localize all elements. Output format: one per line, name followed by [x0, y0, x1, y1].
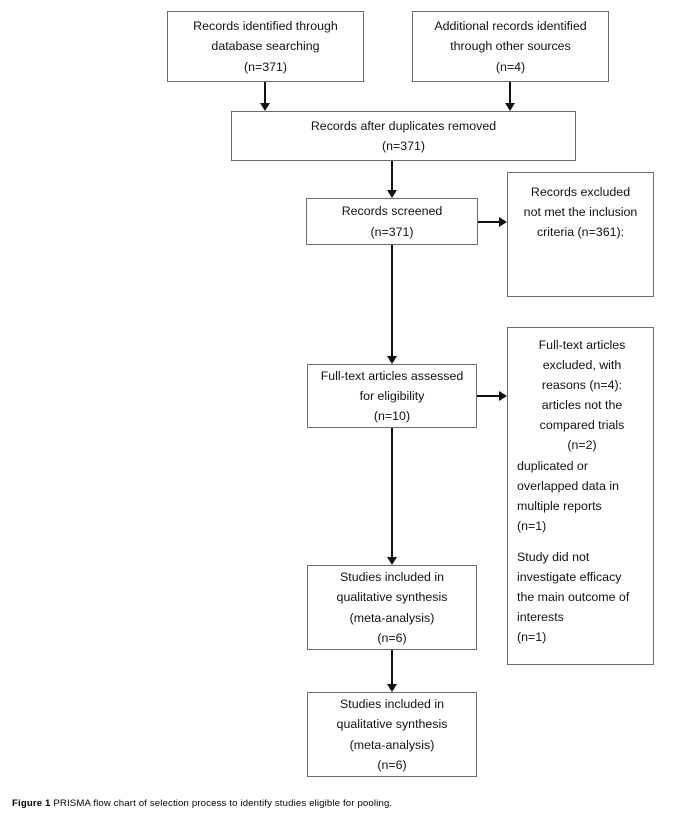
- node-line: for eligibility: [359, 388, 425, 403]
- node-line: through other sources: [450, 39, 571, 54]
- node-line: criteria (n=361):: [536, 225, 625, 240]
- node-line: (n=4): [495, 59, 526, 74]
- arrow-screened-to-fulltext: [387, 356, 397, 364]
- node-line: (n=6): [377, 630, 407, 645]
- node-line: Records screened: [341, 204, 443, 219]
- node-line: (n=1): [517, 630, 547, 645]
- node-fulltext-articles-assessed: Full-text articles assessed for eligibil…: [307, 364, 477, 428]
- node-studies-included-qualitative-synthesis-1: Studies included in qualitative synthesi…: [307, 565, 477, 650]
- arrow-fulltext-to-studies-1: [387, 557, 397, 565]
- node-line: Records identified through: [193, 19, 338, 34]
- arrow-duplicates-to-screened: [387, 190, 397, 198]
- spacer: [517, 536, 647, 547]
- node-line: Studies included in: [339, 570, 444, 585]
- node-line: database searching: [211, 39, 320, 54]
- node-records-after-duplicates-removed: Records after duplicates removed (n=371): [231, 111, 576, 161]
- arrow-screened-to-excluded: [499, 217, 507, 227]
- connector-database-to-duplicates: [264, 82, 266, 104]
- node-line: (n=10): [373, 409, 411, 424]
- node-line: Records after duplicates removed: [310, 118, 497, 133]
- node-line: excluded, with: [542, 358, 622, 373]
- node-line: (n=1): [517, 518, 547, 533]
- node-records-screened: Records screened (n=371): [306, 198, 478, 245]
- node-line: (n=371): [370, 224, 414, 239]
- node-line: investigate efficacy: [517, 570, 622, 585]
- node-line: Study did not: [517, 549, 590, 564]
- node-line: (meta-analysis): [349, 610, 435, 625]
- node-line: (meta-analysis): [349, 737, 435, 752]
- node-line: multiple reports: [517, 498, 602, 513]
- arrow-database-to-duplicates: [260, 103, 270, 111]
- node-fulltext-articles-excluded: Full-text articles excluded, with reason…: [507, 327, 654, 665]
- node-line: Studies included in: [339, 697, 444, 712]
- node-line: not met the inclusion: [523, 205, 638, 220]
- figure-caption-label: Figure 1: [12, 798, 51, 809]
- node-line: compared trials: [539, 418, 625, 433]
- connector-screened-to-excluded: [478, 221, 501, 223]
- node-line: Full-text articles assessed: [320, 368, 464, 383]
- connector-fulltext-to-excluded: [477, 395, 501, 397]
- node-line: qualitative synthesis: [336, 717, 448, 732]
- connector-fulltext-to-studies-1: [391, 428, 393, 558]
- node-line: reasons (n=4):: [541, 378, 623, 393]
- node-records-excluded: Records excluded not met the inclusion c…: [507, 172, 654, 297]
- node-records-identified-database: Records identified through database sear…: [167, 11, 364, 82]
- node-line: the main outcome of: [517, 590, 630, 605]
- node-studies-included-qualitative-synthesis-2: Studies included in qualitative synthesi…: [307, 692, 477, 777]
- connector-screened-to-fulltext: [391, 245, 393, 357]
- node-line: (n=2): [567, 438, 597, 453]
- node-line: articles not the: [541, 398, 623, 413]
- node-line: qualitative synthesis: [336, 590, 448, 605]
- node-line: interests: [517, 610, 564, 625]
- node-line: (n=371): [243, 59, 288, 74]
- arrow-studies-1-to-studies-2: [387, 684, 397, 692]
- connector-other-to-duplicates: [509, 82, 511, 104]
- figure-caption: Figure 1 PRISMA flow chart of selection …: [12, 798, 662, 809]
- node-line: duplicated or: [517, 458, 588, 473]
- connector-duplicates-to-screened: [391, 161, 393, 191]
- node-line: Additional records identified: [434, 19, 587, 34]
- node-line: Records excluded: [530, 185, 631, 199]
- node-line: (n=371): [381, 139, 426, 153]
- figure-caption-text: PRISMA flow chart of selection process t…: [53, 798, 393, 809]
- node-line: overlapped data in: [517, 478, 619, 493]
- arrow-fulltext-to-excluded: [499, 391, 507, 401]
- connector-studies-1-to-studies-2: [391, 650, 393, 685]
- node-line: Full-text articles: [538, 338, 626, 352]
- node-additional-records-other-sources: Additional records identified through ot…: [412, 11, 609, 82]
- arrow-other-to-duplicates: [505, 103, 515, 111]
- node-line: (n=6): [377, 757, 407, 772]
